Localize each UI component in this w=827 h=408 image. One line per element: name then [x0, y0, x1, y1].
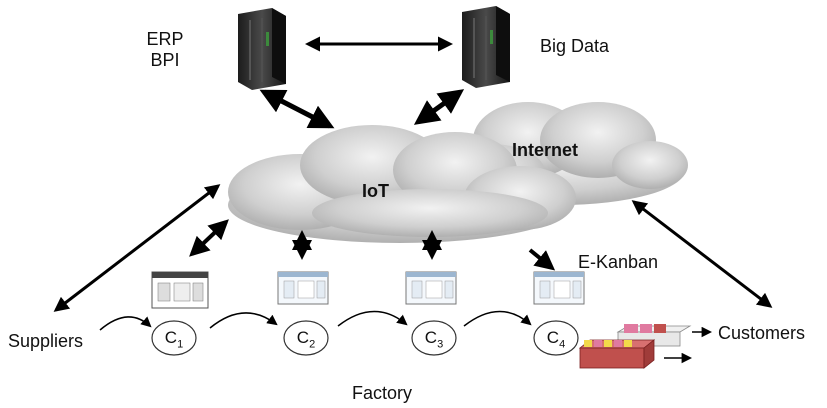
- big-data-label: Big Data: [540, 36, 610, 56]
- kanban-board-icon: [277, 271, 329, 305]
- erp-iot-arrow: [259, 89, 335, 129]
- flow-c2-c3: [337, 310, 408, 327]
- iot-c4-arrow: [528, 248, 556, 271]
- bigdata-iot-arrow: [413, 89, 465, 125]
- internet-label: Internet: [512, 140, 579, 160]
- factory-label: Factory: [352, 383, 413, 403]
- flow-c1-c2: [209, 312, 278, 329]
- customers-label: Customers: [718, 323, 806, 343]
- big-data-server-icon: [462, 6, 510, 88]
- internet-customers-arrow: [631, 200, 773, 308]
- erp-label-line1: ERP: [146, 29, 184, 49]
- iot-c1-arrow: [189, 219, 229, 257]
- station-c2-circle: [283, 320, 329, 356]
- erp-label-line2: BPI: [150, 50, 180, 70]
- station-c4-circle: [533, 320, 579, 356]
- kanban-board-icon: [151, 271, 209, 309]
- station-c2-label: C2: [296, 328, 316, 351]
- suppliers-iot-arrow: [53, 184, 221, 312]
- station-c3-circle: [411, 320, 457, 356]
- erp-label: ERP BPI: [140, 30, 190, 69]
- station-c3-label: C3: [424, 328, 444, 351]
- kanban-board-icon: [405, 271, 457, 305]
- iot-label: IoT: [362, 181, 389, 201]
- iot-cloud: [228, 125, 576, 243]
- station-c1-circle: [151, 320, 197, 356]
- flow-suppliers-c1: [99, 316, 152, 331]
- e-kanban-label: E-Kanban: [578, 252, 659, 272]
- kanban-board-icon: [533, 271, 585, 305]
- station-c4-label: C4: [546, 328, 566, 351]
- delivery-conveyor-icon: [578, 324, 692, 369]
- station-c1-label: C1: [164, 328, 184, 351]
- flow-c3-c4: [463, 310, 532, 327]
- suppliers-label: Suppliers: [8, 331, 84, 351]
- erp-server-icon: [238, 8, 286, 90]
